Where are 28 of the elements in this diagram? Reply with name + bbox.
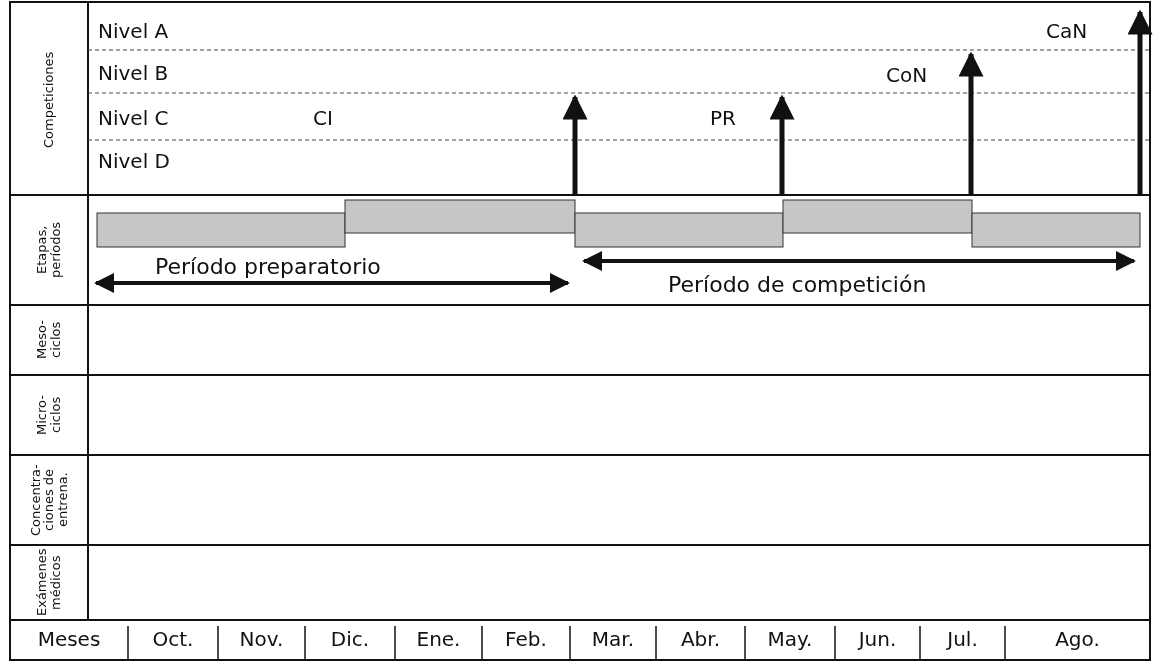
row-header: Concentra- ciones de entrena. (26, 463, 71, 538)
level-label: Nivel C (98, 107, 169, 129)
month-label: Dic. (329, 628, 371, 650)
month-label: Ene. (415, 628, 462, 650)
month-label: Abr. (679, 628, 722, 650)
row-header: Competiciones (40, 50, 58, 150)
competition-label: PR (710, 107, 736, 129)
competition-label: CaN (1046, 20, 1088, 42)
month-label: Jun. (856, 628, 898, 650)
month-label: Feb. (504, 628, 548, 650)
competition-label: CoN (886, 64, 928, 86)
month-label: Mar. (590, 628, 636, 650)
period-label: Período de competición (668, 273, 927, 298)
column-header: Meses (36, 628, 102, 650)
row-header: Meso- ciclos (33, 319, 64, 362)
month-label: Jul. (945, 628, 979, 650)
row-header: Micro- ciclos (33, 394, 64, 437)
period-label: Período preparatorio (155, 255, 381, 280)
row-header: Exámenes médicos (33, 548, 64, 617)
competition-label: CI (313, 107, 333, 129)
month-label: Nov. (238, 628, 285, 650)
row-header: Etapas, períodos (33, 220, 64, 281)
month-label: May. (766, 628, 814, 650)
level-label: Nivel A (98, 20, 169, 42)
level-label: Nivel D (98, 150, 170, 172)
month-label: Oct. (151, 628, 195, 650)
month-label: Ago. (1054, 628, 1101, 650)
level-label: Nivel B (98, 62, 169, 84)
